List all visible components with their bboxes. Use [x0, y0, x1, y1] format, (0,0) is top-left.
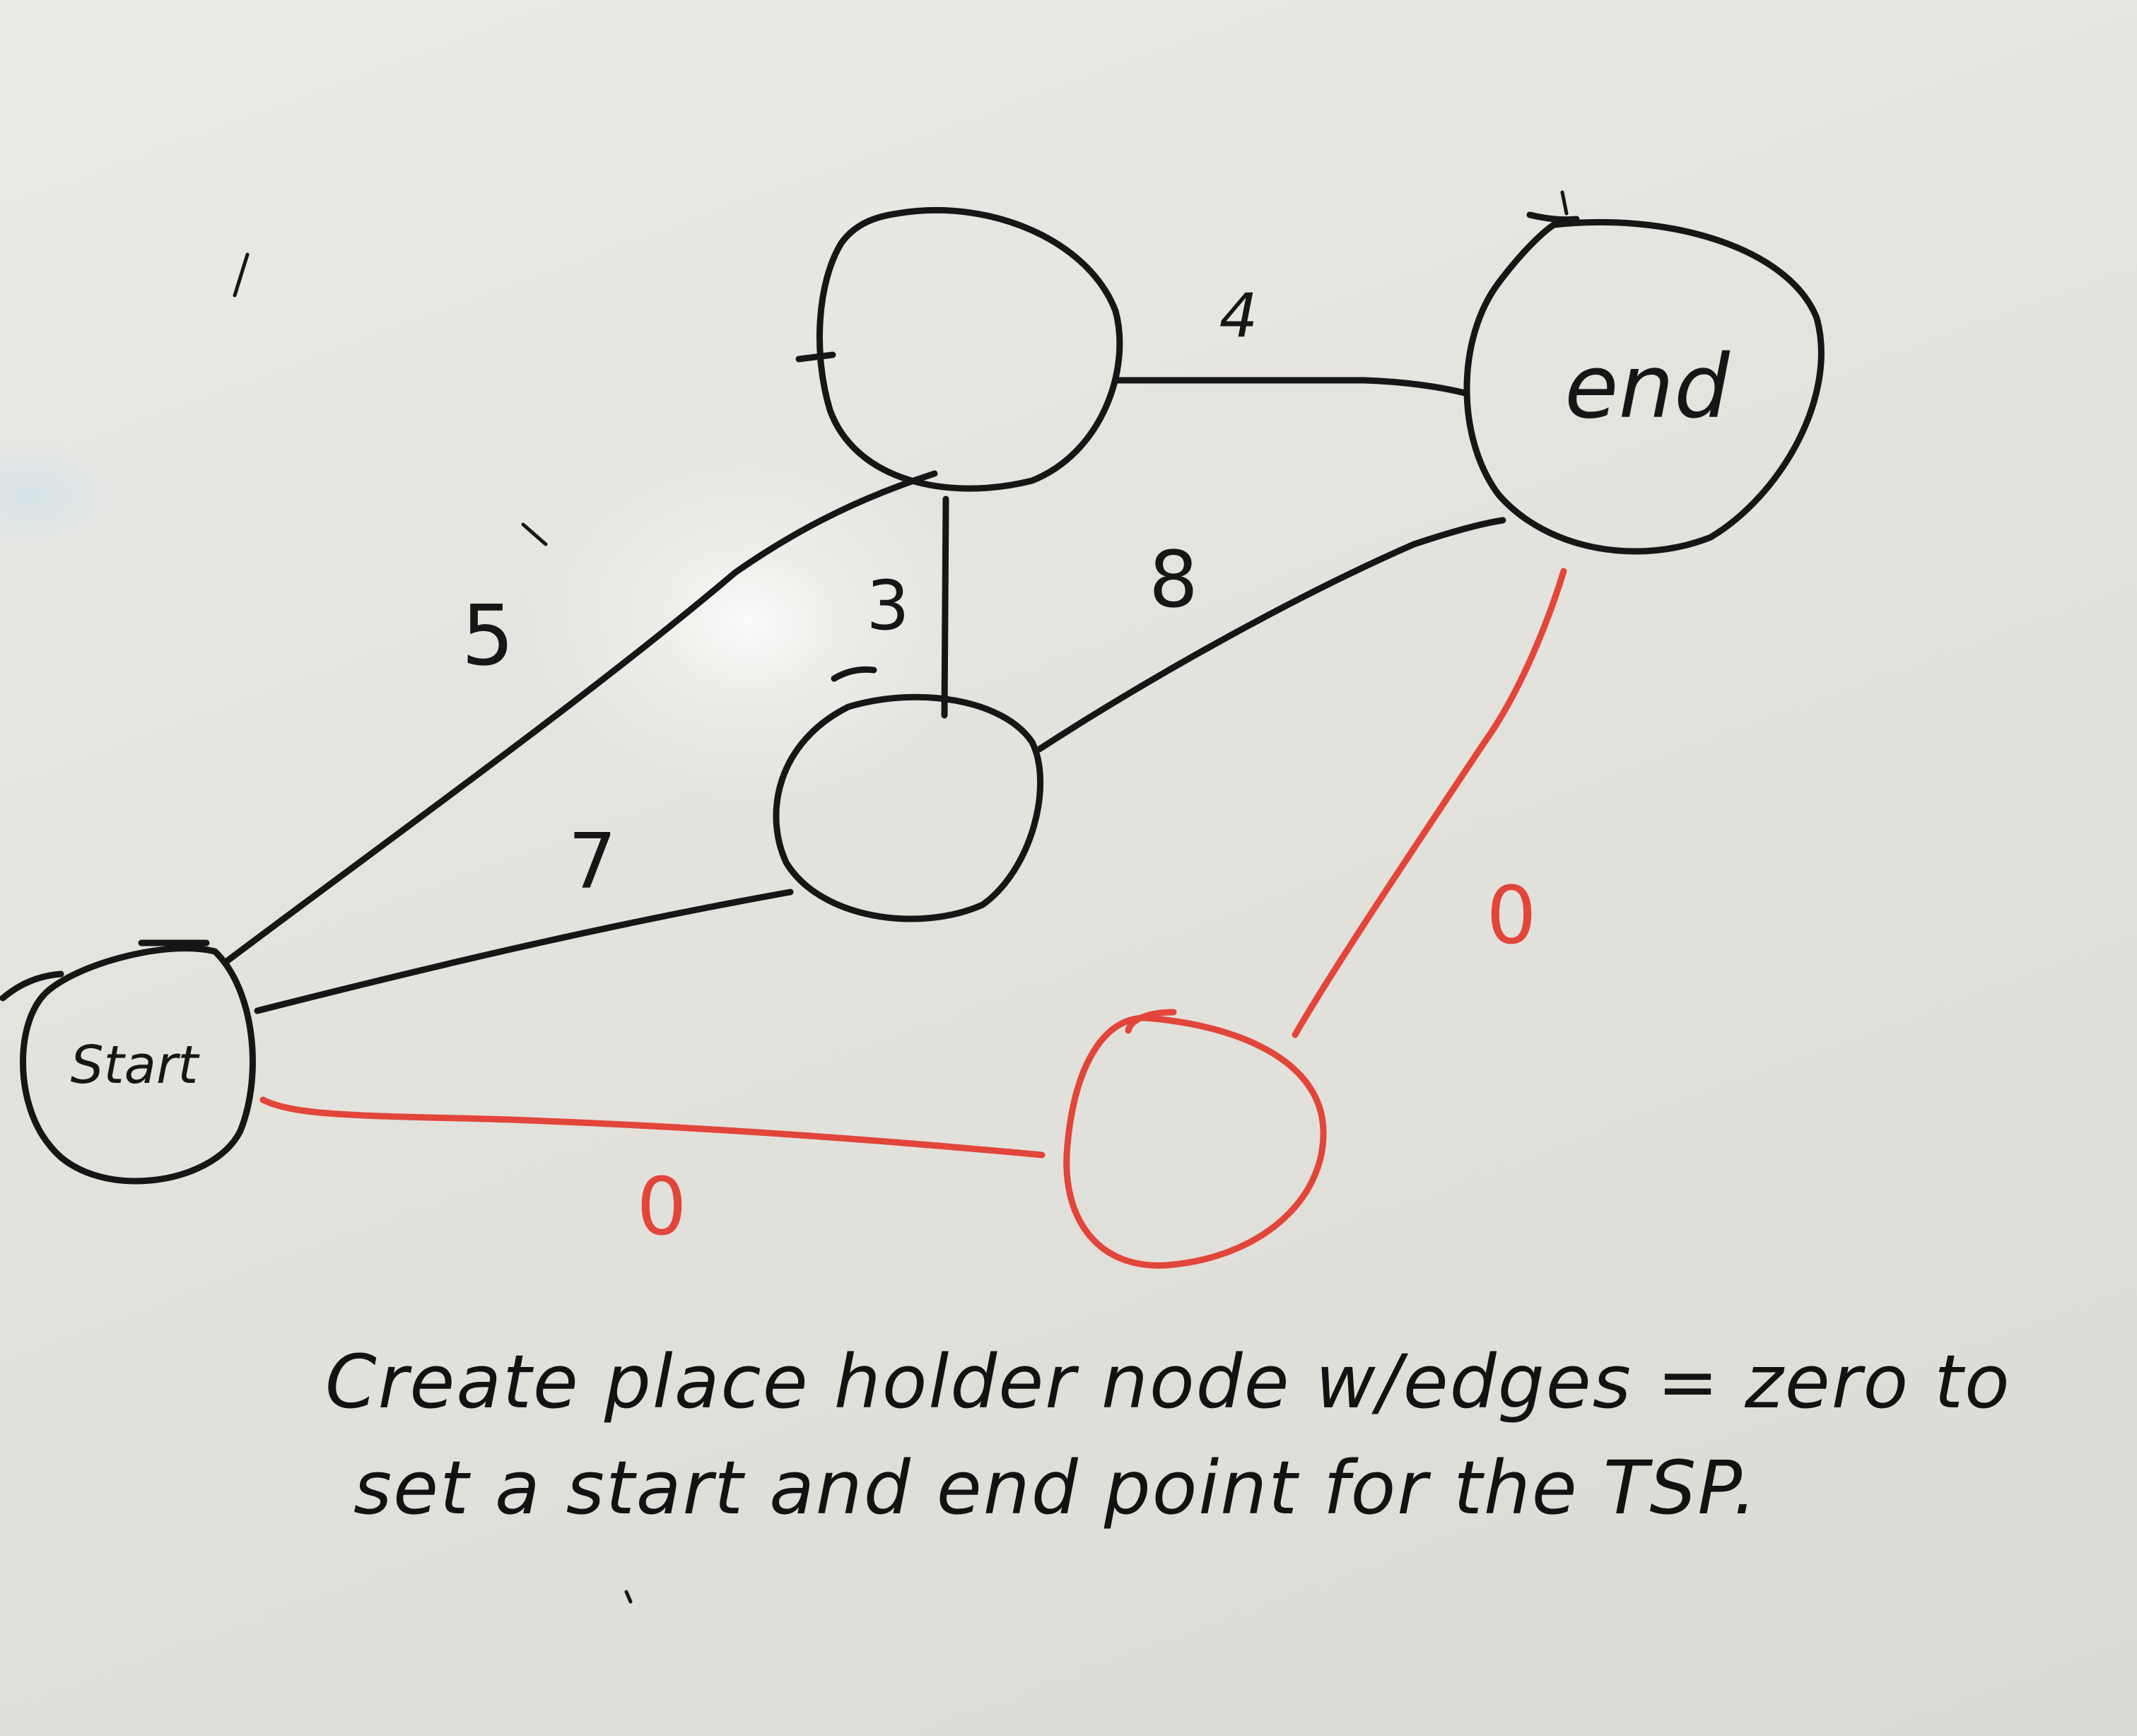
- edge-weight-start-top: 5: [461, 587, 514, 684]
- node-end-label: end: [1564, 336, 1731, 438]
- edge-middle-end: [1036, 517, 1506, 753]
- edge-weight-placeholder-end: 0: [1486, 870, 1536, 962]
- caption-line-2: set a start and end point for the TSP.: [353, 1445, 1758, 1531]
- edge-weight-middle-end: 8: [1149, 534, 1198, 625]
- edge-top-end: [1112, 377, 1468, 397]
- node-placeholder-hook: [1125, 1009, 1177, 1034]
- node-top: [816, 206, 1123, 492]
- node-placeholder: [1063, 1014, 1327, 1269]
- node-middle: [773, 693, 1043, 922]
- edge-weight-top-end: 4: [1219, 281, 1258, 351]
- edge-placeholder-end: [1292, 568, 1567, 1038]
- node-end-hook: [1526, 211, 1580, 223]
- edge-weight-start-middle: 7: [568, 818, 617, 906]
- caption-line-1: Create place holder node w/edges = zero …: [325, 1339, 2011, 1425]
- node-end: [1463, 218, 1825, 555]
- board-scuff: [233, 190, 1569, 1604]
- edge-weight-start-placeholder: 0: [636, 1161, 686, 1253]
- edge-start-middle: [254, 888, 794, 1014]
- edge-top-middle: [941, 495, 949, 719]
- caption: Create place holder node w/edges = zero …: [311, 1329, 2078, 1541]
- node-top-tick: [795, 351, 836, 363]
- edge-start-placeholder: [259, 1096, 1046, 1159]
- node-start: [20, 945, 256, 1185]
- node-start-label: Start: [71, 1035, 201, 1096]
- node-middle-hook: [831, 666, 877, 682]
- edge-weight-top-middle: 3: [866, 566, 909, 645]
- edge-start-top: [221, 470, 938, 966]
- node-start-tail: [0, 970, 64, 1002]
